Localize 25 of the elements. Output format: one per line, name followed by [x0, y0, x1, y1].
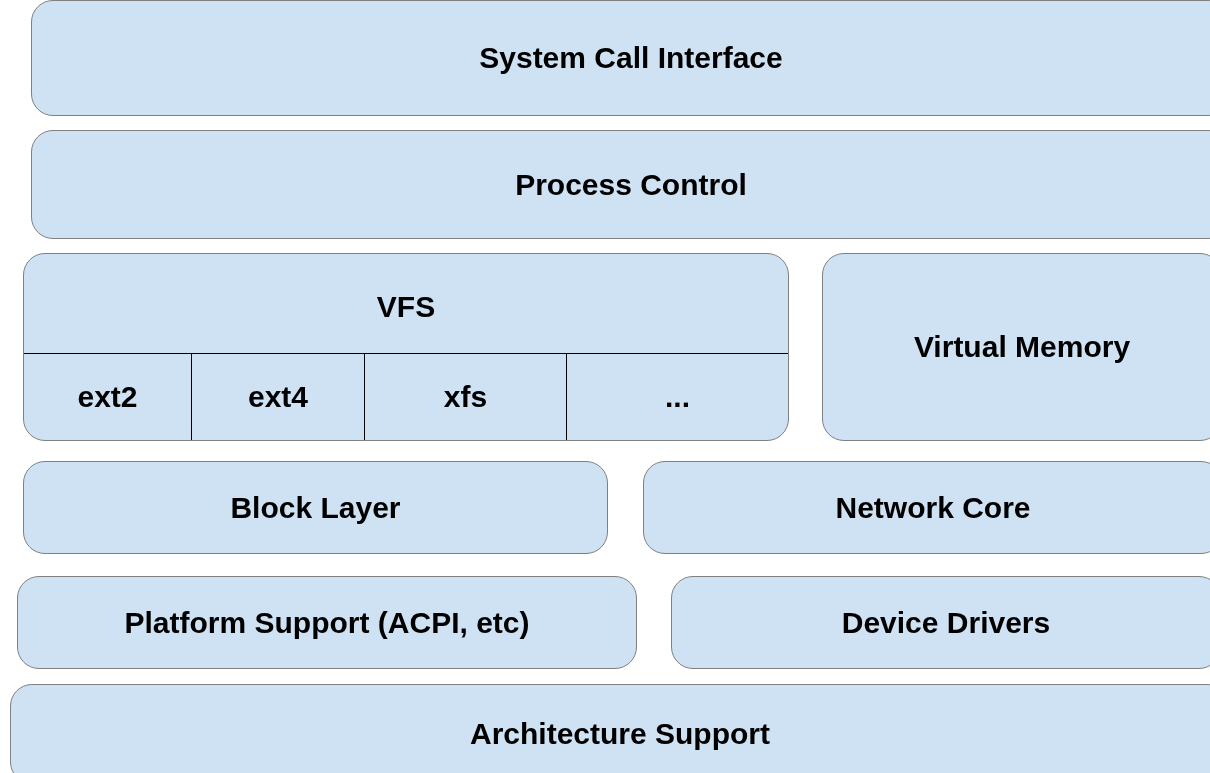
layer-label: ext2	[76, 380, 139, 414]
table-cell	[364, 353, 566, 440]
layer-label: ext4	[246, 380, 309, 414]
layer-box	[23, 253, 789, 441]
layer-box	[822, 253, 1210, 441]
layer-label: Block Layer	[229, 490, 402, 525]
layer-label: Architecture Support	[469, 717, 771, 751]
layer-label: Device Drivers	[840, 605, 1052, 640]
table-cell	[566, 353, 788, 440]
layer-label: System Call Interface	[478, 41, 784, 75]
layer-label: Process Control	[514, 167, 748, 202]
layer-label: Virtual Memory	[912, 330, 1132, 364]
layer-label: xfs	[442, 380, 489, 414]
layer-box	[31, 0, 1210, 116]
layer-box	[671, 576, 1210, 669]
layer-box	[10, 684, 1210, 773]
layer-box	[643, 461, 1210, 554]
layer-label: ...	[664, 380, 691, 414]
layer-label: VFS	[375, 290, 437, 324]
layer-label: Network Core	[834, 490, 1032, 525]
layer-box	[23, 461, 608, 554]
table-cell	[191, 353, 364, 440]
layer-box	[31, 130, 1210, 239]
layer-box	[17, 576, 637, 669]
layer-label: Platform Support (ACPI, etc)	[123, 605, 531, 640]
